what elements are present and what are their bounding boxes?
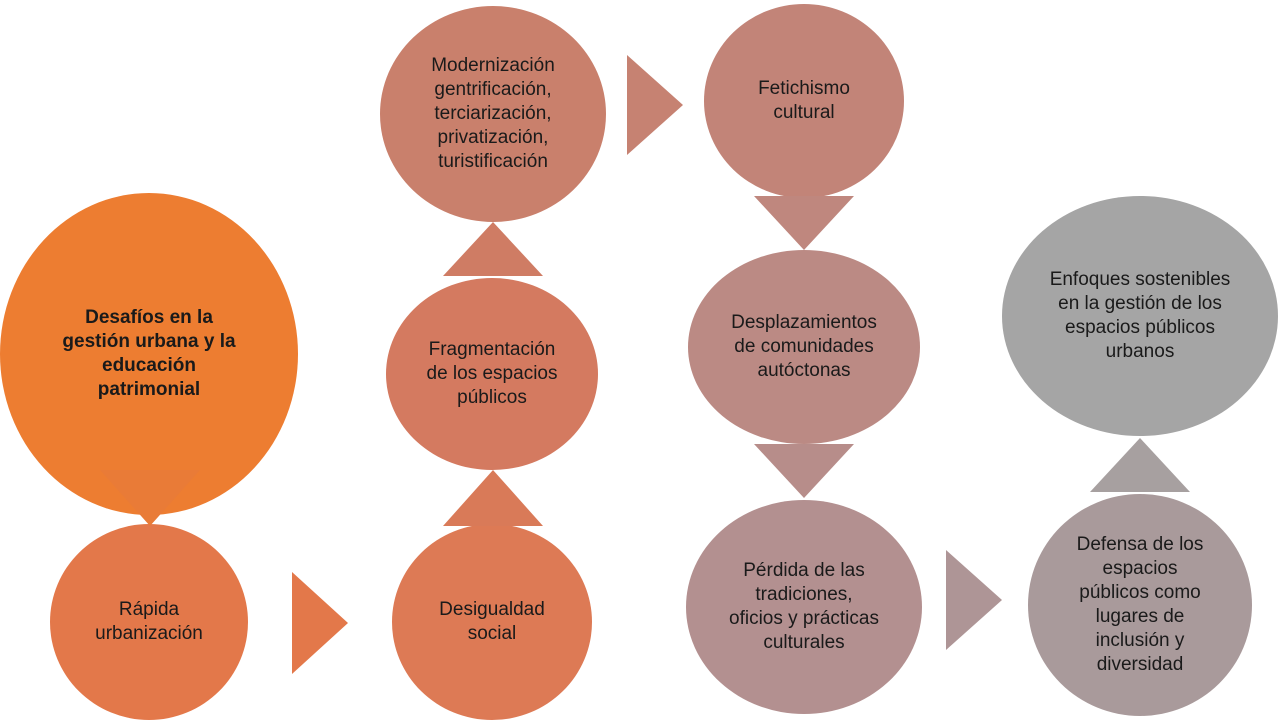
node-defense: Defensa de los espacios públicos como lu… bbox=[1028, 494, 1252, 716]
arrow-right-shape bbox=[627, 55, 683, 155]
node-fragmentation: Fragmentación de los espacios públicos bbox=[386, 278, 598, 470]
arrow-right-urbanization-to-inequality bbox=[292, 572, 348, 674]
arrow-right-tradition-loss-to-defense bbox=[946, 550, 1002, 650]
node-modernization-label: Modernización gentrificación, terciariza… bbox=[431, 55, 555, 172]
node-rapid-urbanization-label: Rápida urbanización bbox=[95, 599, 203, 644]
arrow-right-modernization-to-fetishism bbox=[627, 55, 683, 155]
node-tradition-loss: Pérdida de las tradiciones, oficios y pr… bbox=[686, 500, 922, 714]
node-defense-label: Defensa de los espacios públicos como lu… bbox=[1076, 534, 1204, 675]
arrow-down-shape bbox=[100, 470, 200, 526]
arrow-up-fragmentation-to-modernization bbox=[443, 222, 543, 276]
arrow-right-shape bbox=[292, 572, 348, 674]
node-displacement: Desplazamientos de comunidades autóctona… bbox=[688, 250, 920, 444]
node-rapid-urbanization: Rápida urbanización bbox=[50, 524, 248, 720]
node-social-inequality: Desigualdad social bbox=[392, 524, 592, 720]
node-sustainable-approaches: Enfoques sostenibles en la gestión de lo… bbox=[1002, 196, 1278, 436]
node-modernization: Modernización gentrificación, terciariza… bbox=[380, 6, 606, 222]
node-tradition-loss-label: Pérdida de las tradiciones, oficios y pr… bbox=[729, 560, 879, 653]
arrow-down-challenges-to-urbanization bbox=[100, 470, 200, 526]
arrow-down-fetishism-to-displacement bbox=[754, 196, 854, 250]
arrow-down-displacement-to-tradition-loss bbox=[754, 444, 854, 498]
arrow-up-shape bbox=[1090, 438, 1190, 492]
arrow-down-shape bbox=[754, 444, 854, 498]
arrow-up-shape bbox=[443, 222, 543, 276]
arrow-up-shape bbox=[443, 470, 543, 526]
arrow-right-shape bbox=[946, 550, 1002, 650]
node-challenges-label: Desafíos en la gestión urbana y la educa… bbox=[62, 307, 236, 400]
node-social-inequality-label: Desigualdad social bbox=[439, 599, 545, 644]
node-sustainable-approaches-label: Enfoques sostenibles en la gestión de lo… bbox=[1049, 269, 1231, 362]
arrow-down-shape bbox=[754, 196, 854, 250]
node-fragmentation-label: Fragmentación de los espacios públicos bbox=[426, 339, 558, 408]
node-displacement-label: Desplazamientos de comunidades autóctona… bbox=[731, 312, 877, 381]
arrow-up-defense-to-sustainable bbox=[1090, 438, 1190, 492]
node-challenges: Desafíos en la gestión urbana y la educa… bbox=[0, 193, 298, 515]
arrow-up-inequality-to-fragmentation bbox=[443, 470, 543, 526]
node-cultural-fetishism-label: Fetichismo cultural bbox=[758, 78, 850, 123]
node-cultural-fetishism: Fetichismo cultural bbox=[704, 4, 904, 198]
